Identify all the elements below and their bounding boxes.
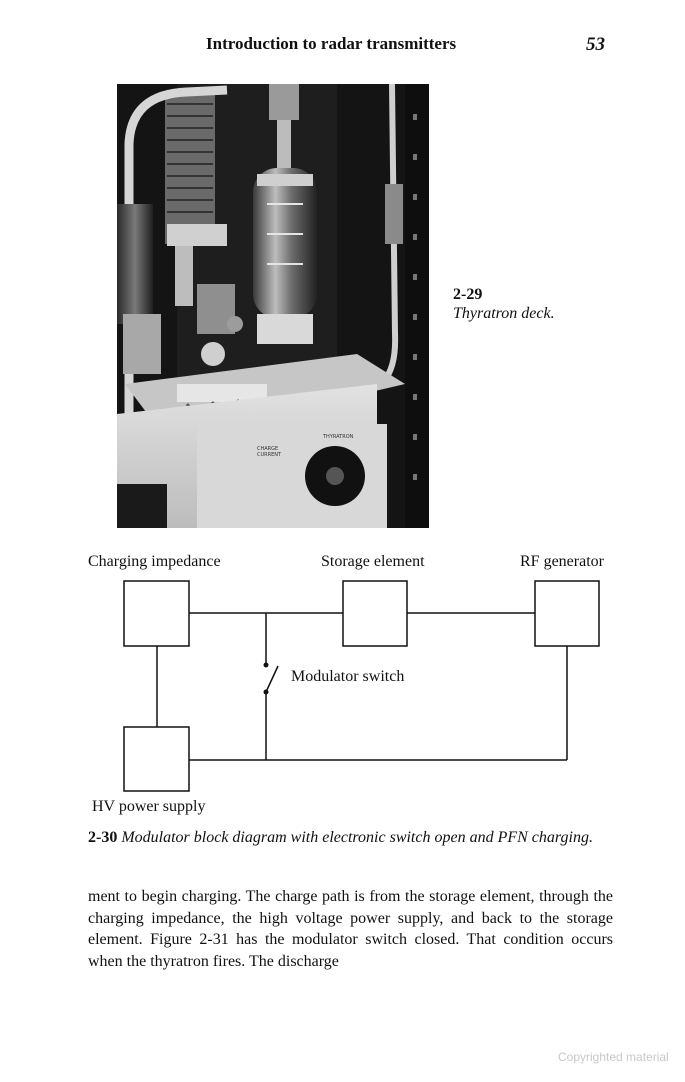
- modulator-switch-label: Modulator switch: [291, 668, 405, 685]
- hv-power-supply-box: [123, 726, 190, 792]
- storage-element-box: [342, 580, 408, 647]
- figure-2-30-number: 2-30: [88, 829, 118, 846]
- charging-impedance-label: Charging impedance: [88, 553, 221, 570]
- photo-label-charge: CHARGE: [257, 446, 278, 452]
- hv-power-supply-label: HV power supply: [92, 798, 206, 815]
- copyright-watermark: Copyrighted material: [558, 1050, 669, 1064]
- charging-impedance-box: [123, 580, 190, 647]
- photo-label-thyratron: THYRATRON: [322, 434, 354, 440]
- connecting-wires: [156, 612, 568, 761]
- switch-contact-top: [263, 662, 269, 668]
- thyratron-deck-photo: CHARGE CURRENT THYRATRON: [117, 84, 429, 528]
- switch-contact-bottom: [263, 689, 269, 695]
- running-title: Introduction to radar transmitters: [206, 34, 457, 53]
- figure-2-30-caption: Modulator block diagram with electronic …: [121, 829, 593, 846]
- page-number: 53: [586, 34, 605, 55]
- rf-generator-label: RF generator: [520, 553, 604, 570]
- figure-2-29-number: 2-29: [453, 286, 483, 303]
- photo-label-current: CURRENT: [257, 452, 282, 458]
- rf-generator-box: [534, 580, 600, 647]
- body-paragraph: ment to begin charging. The charge path …: [88, 888, 613, 970]
- storage-element-label: Storage element: [321, 553, 425, 570]
- figure-2-29-caption: Thyratron deck.: [453, 305, 555, 322]
- modulator-switch-blade: [265, 665, 279, 693]
- figure-2-30-caption-block: 2-30 Modulator block diagram with electr…: [88, 827, 608, 848]
